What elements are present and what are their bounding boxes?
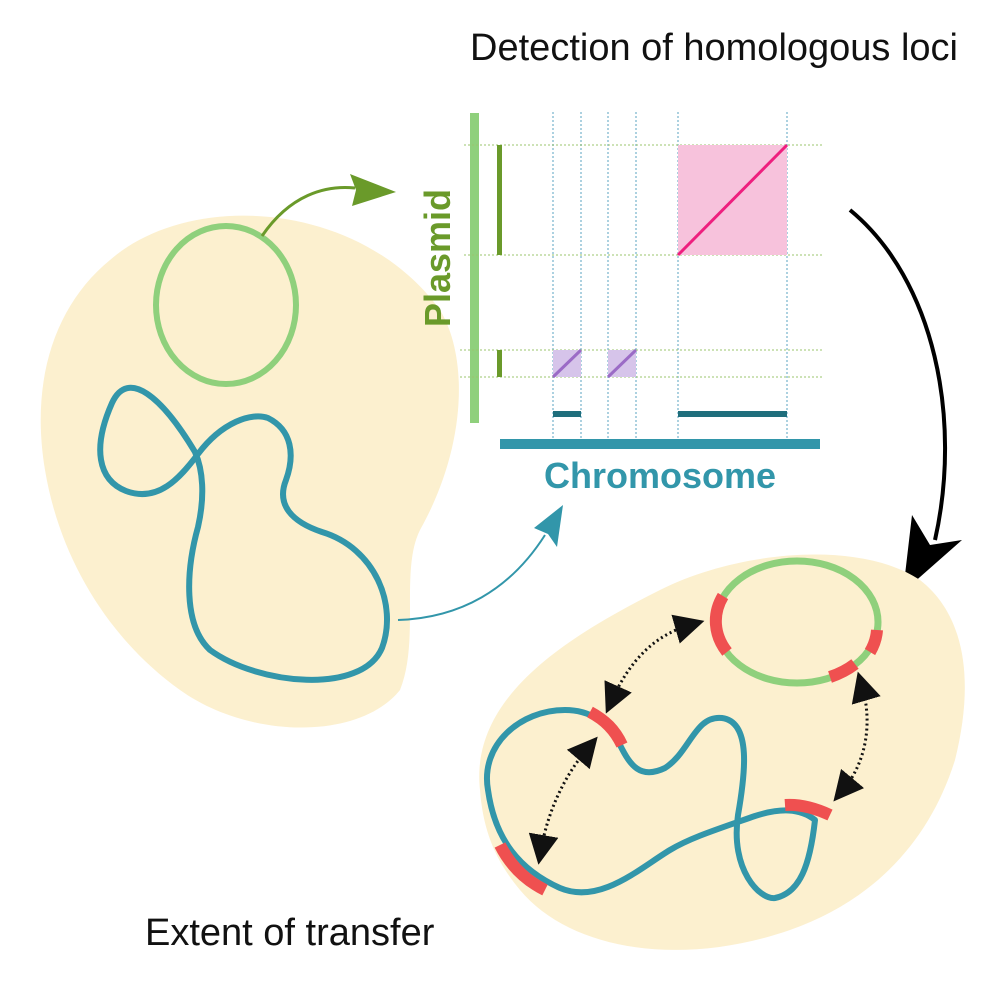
arrow-to-right-cell <box>848 208 962 592</box>
homology-diagonal-small-1 <box>551 348 583 379</box>
arrow-plasmid-to-axis <box>260 174 396 237</box>
grid-vertical <box>552 112 788 440</box>
exchange-arrow-3 <box>833 671 881 802</box>
title: Detection of homologous loci <box>470 27 958 69</box>
left-cell <box>40 215 459 728</box>
plasmid-segment-1 <box>497 145 502 255</box>
chromosome-loop-left <box>97 384 390 683</box>
chromosome-label: Chromosome <box>544 455 776 496</box>
homology-diagonal-small-2 <box>606 348 638 379</box>
right-cell <box>479 554 965 950</box>
exchange-arrow-1 <box>604 614 705 714</box>
chromosome-loop-right <box>483 706 833 902</box>
arrow-chromosome-to-axis <box>397 505 563 621</box>
plasmid-label: Plasmid <box>417 189 458 327</box>
plasmid-ring-right <box>709 557 883 687</box>
grid-horizontal <box>460 144 822 378</box>
bottom-caption: Extent of transfer <box>145 912 435 954</box>
homology-diagonal-large <box>676 143 789 257</box>
plasmid-segment-2 <box>497 350 502 377</box>
chromosome-axis <box>500 439 820 449</box>
plasmid-ring-left <box>153 223 299 387</box>
chromosome-segment-1 <box>553 411 581 417</box>
chromosome-segment-2 <box>678 411 787 417</box>
dotplot <box>460 112 822 449</box>
plasmid-axis <box>470 113 479 423</box>
exchange-arrows <box>528 614 881 865</box>
